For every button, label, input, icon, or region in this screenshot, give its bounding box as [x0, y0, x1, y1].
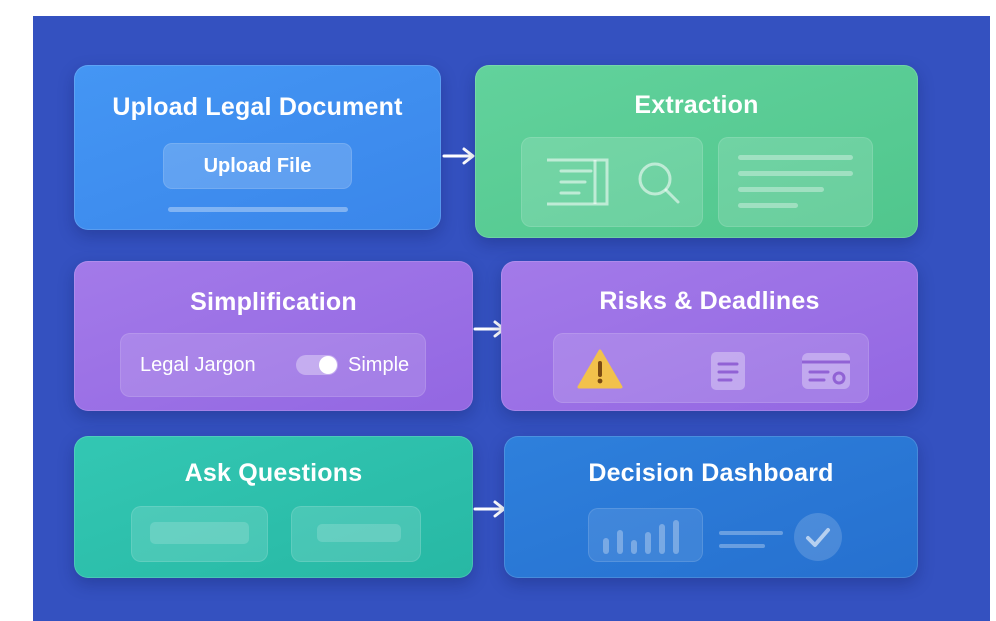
- risks-card-title: Risks & Deadlines: [599, 287, 820, 315]
- ask-questions-card-title: Ask Questions: [184, 459, 363, 487]
- extraction-text-panel: [718, 137, 873, 227]
- upload-file-button[interactable]: Upload File: [163, 143, 352, 189]
- check-circle-icon: [794, 513, 842, 561]
- decision-dashboard-card: Decision Dashboard: [504, 436, 918, 578]
- question-option-right[interactable]: [291, 506, 421, 562]
- bar-chart-icon: [603, 520, 679, 554]
- upload-file-button-label: Upload File: [203, 155, 312, 177]
- upload-card: Upload Legal Document Upload File: [74, 65, 441, 230]
- warning-icon: [577, 349, 623, 389]
- simple-label: Simple: [348, 354, 410, 376]
- upload-progress-bar: [168, 207, 348, 212]
- extraction-doc-panel: [521, 137, 703, 227]
- simplification-card-title: Simplification: [190, 288, 357, 316]
- document-list-icon: [711, 352, 745, 390]
- search-icon: [638, 162, 680, 204]
- toggle-knob: [319, 356, 337, 374]
- bar-chart-panel: [588, 508, 703, 562]
- calendar-card-icon: [802, 353, 850, 389]
- risks-card: Risks & Deadlines: [501, 261, 918, 411]
- upload-card-title: Upload Legal Document: [112, 93, 403, 121]
- simplification-toggle[interactable]: [296, 355, 338, 375]
- document-icon: [547, 158, 609, 206]
- ask-questions-card: Ask Questions: [74, 436, 473, 578]
- question-option-left[interactable]: [131, 506, 268, 562]
- extraction-card-title: Extraction: [634, 91, 759, 119]
- workflow-diagram: Upload Legal Document Upload File Extrac…: [33, 16, 990, 621]
- simplification-card: Simplification Legal Jargon Simple: [74, 261, 473, 411]
- risks-icon-panel: [553, 333, 869, 403]
- simplification-toggle-panel: Legal Jargon Simple: [120, 333, 426, 397]
- decision-dashboard-card-title: Decision Dashboard: [588, 459, 834, 487]
- legal-jargon-label: Legal Jargon: [140, 354, 256, 376]
- arrow-right-icon: [442, 147, 475, 165]
- extraction-card: Extraction: [475, 65, 918, 238]
